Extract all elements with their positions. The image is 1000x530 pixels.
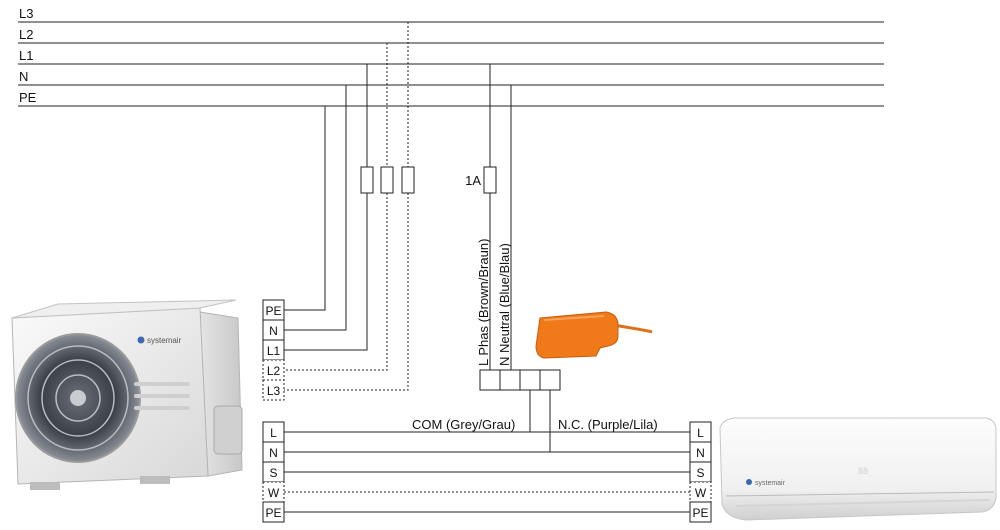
outdoor-feed-wires (284, 22, 415, 391)
nc-wire-label: N.C. (Purple/Lila) (558, 417, 658, 432)
bus-label-pe: PE (19, 90, 37, 105)
indoor-link-s: S (696, 466, 704, 480)
fuse-pump (483, 166, 497, 194)
terminal-l1: L1 (267, 344, 281, 358)
terminal-pe: PE (265, 304, 281, 318)
outdoor-brand-label: systemair (147, 336, 182, 345)
fuse-l2 (380, 166, 394, 194)
bus-label-n: N (19, 69, 28, 84)
supply-bus: L3 L2 L1 N PE (18, 6, 884, 107)
indoor-link-w: W (695, 486, 707, 500)
systemair-logo-icon (137, 336, 145, 344)
indoor-link-pe: PE (692, 506, 708, 520)
fuse-pump-label: 1A (465, 173, 481, 188)
bus-label-l1: L1 (19, 48, 33, 63)
indoor-systemair-logo-icon (746, 479, 752, 485)
outdoor-link-s: S (269, 466, 277, 480)
indoor-link-n: N (696, 446, 705, 460)
terminal-l2: L2 (267, 364, 281, 378)
terminal-l3: L3 (267, 384, 281, 398)
pump-terminal-block (479, 369, 561, 391)
interconnect-wires (284, 431, 690, 513)
com-wire-label: COM (Grey/Grau) (412, 417, 515, 432)
phase-wire-label: L Phas (Brown/Braun) (476, 239, 491, 366)
indoor-brand-label: systemair (755, 480, 786, 487)
outdoor-supply-terminals: PE N L1 L2 L3 (262, 299, 285, 401)
indoor-unit: 88 systemair (719, 417, 997, 521)
outdoor-link-l: L (270, 426, 277, 440)
fuse-l3 (401, 166, 415, 194)
outdoor-link-terminals: L N S W PE (262, 421, 285, 523)
pump-signal-wires: COM (Grey/Grau) N.C. (Purple/Lila) (412, 390, 658, 452)
neutral-wire-label: N Neutral (Blue/Blau) (497, 243, 512, 366)
bus-label-l2: L2 (19, 27, 33, 42)
terminal-n: N (269, 324, 278, 338)
outdoor-link-w: W (268, 486, 280, 500)
outdoor-link-pe: PE (265, 506, 281, 520)
outdoor-unit: systemair (11, 299, 243, 490)
indoor-link-terminals: L N S W PE (689, 421, 712, 523)
fuse-l1 (360, 166, 374, 194)
pump-supply-wires: 1A L Phas (Brown/Braun) N Neutral (Blue/… (465, 64, 512, 370)
svg-text:88: 88 (858, 466, 868, 476)
condensate-pump (535, 311, 653, 359)
bus-label-l3: L3 (19, 6, 33, 21)
outdoor-link-n: N (269, 446, 278, 460)
indoor-link-l: L (697, 426, 704, 440)
